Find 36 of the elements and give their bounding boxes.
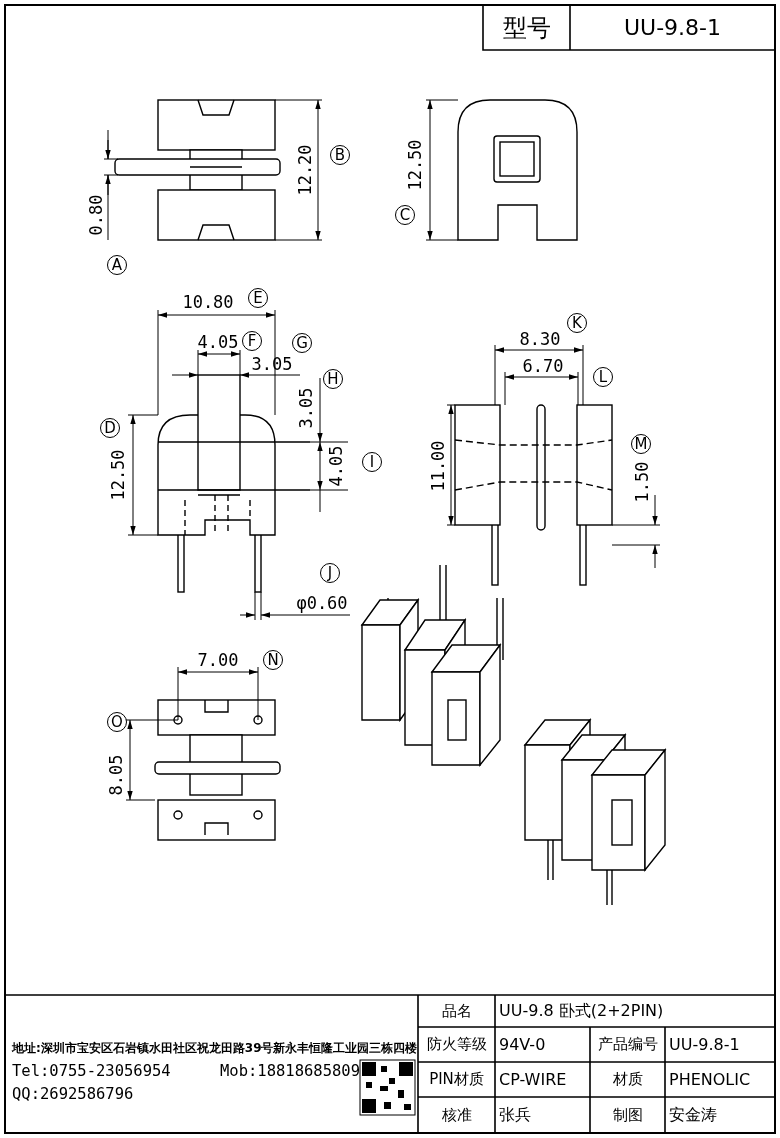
address-text: 地址:深圳市宝安区石岩镇水田社区祝龙田路39号新永丰恒隆工业园三栋四楼 — [12, 1042, 418, 1054]
title-block-value: PHENOLIC — [669, 1069, 752, 1091]
dimension-value: 12.20 — [296, 144, 314, 196]
title-block-label: 品名 — [440, 1000, 473, 1022]
dimension-value: 1.50 — [633, 461, 651, 503]
title-block-label: 防火等级 — [425, 1034, 488, 1055]
dimension-value: 8.05 — [107, 754, 125, 796]
title-block-value: 94V-0 — [499, 1034, 547, 1056]
title-block-value: UU-9.8 卧式(2+2PIN) — [499, 999, 665, 1022]
title-block-value: CP-WIRE — [499, 1069, 568, 1091]
dimension-value: 6.70 — [522, 357, 564, 375]
title-block-label: 产品编号 — [596, 1034, 659, 1055]
title-block-value: 安金涛 — [669, 1103, 718, 1126]
title-block-label: 核准 — [440, 1104, 473, 1126]
dimension-value: 12.50 — [406, 139, 424, 191]
contact-text: QQ:2692586796 — [12, 1087, 134, 1103]
dimension-value: 8.30 — [519, 330, 561, 348]
dimension-value: 10.80 — [182, 293, 234, 311]
title-block-label: 型号 — [501, 12, 552, 44]
title-block-label: 材质 — [611, 1069, 644, 1090]
contact-text: Mob:18818685809 — [220, 1064, 360, 1080]
dimension-value: 0.80 — [87, 194, 105, 236]
title-block-label: 制图 — [611, 1104, 644, 1126]
contact-text: Tel:0755-23056954 — [12, 1064, 171, 1080]
dimension-value: φ0.60 — [296, 594, 348, 612]
dimension-value: 7.00 — [197, 651, 239, 669]
title-block-value: UU-9.8-1 — [669, 1034, 741, 1056]
dimension-value: 12.50 — [109, 449, 127, 501]
dimension-value: 3.05 — [297, 387, 315, 429]
dimension-value: 3.05 — [251, 355, 293, 373]
title-block-value: 张兵 — [499, 1103, 532, 1126]
title-block-label: PIN材质 — [428, 1069, 485, 1090]
title-block-value: UU-9.8-1 — [622, 14, 723, 42]
dimension-value: 4.05 — [327, 445, 345, 487]
dimension-value: 4.05 — [197, 333, 239, 351]
dimension-value: 11.00 — [429, 440, 447, 492]
